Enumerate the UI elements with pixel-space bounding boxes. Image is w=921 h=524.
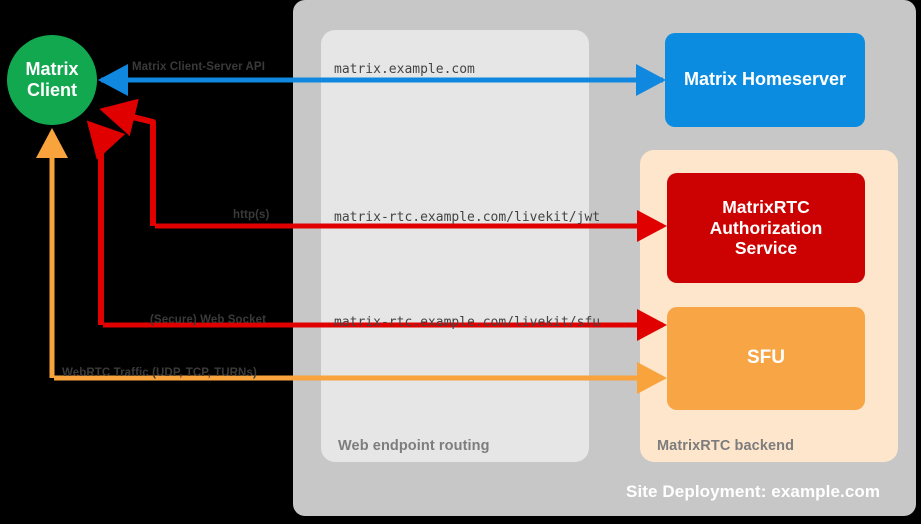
url-matrix-example-com: matrix.example.com — [334, 62, 475, 77]
node-auth-line3: Service — [734, 238, 798, 259]
node-matrix-client-line2: Client — [26, 80, 77, 100]
edge-sfu-ws-return — [86, 120, 126, 325]
node-matrix-client-line1: Matrix — [25, 58, 79, 79]
node-auth-line2: Authorization — [709, 217, 823, 238]
edge-label-http-s: http(s) — [233, 209, 270, 221]
node-matrix-homeserver[interactable]: Matrix Homeserver — [665, 33, 865, 127]
node-matrixrtc-authorization-service[interactable]: MatrixRTC Authorization Service — [667, 173, 865, 283]
panel-label-matrixrtc-backend: MatrixRTC backend — [657, 438, 795, 454]
panel-label-web-endpoint-routing: Web endpoint routing — [338, 438, 490, 454]
url-livekit-sfu: matrix-rtc.example.com/livekit/sfu — [334, 315, 601, 330]
edge-label-webrtc-traffic: WebRTC Traffic (UDP, TCP, TURNs) — [62, 367, 257, 379]
edge-label-cs-api: Matrix Client-Server API — [132, 61, 265, 73]
panel-web-endpoint-routing — [321, 30, 589, 462]
url-livekit-jwt: matrix-rtc.example.com/livekit/jwt — [334, 210, 601, 225]
node-matrix-homeserver-label: Matrix Homeserver — [683, 69, 847, 90]
panel-label-site-deployment: Site Deployment: example.com — [626, 482, 881, 501]
node-auth-line1: MatrixRTC — [722, 197, 810, 218]
edge-label-secure-web-socket: (Secure) Web Socket — [150, 314, 267, 326]
edge-jwt-return — [99, 98, 156, 226]
node-sfu-label: SFU — [747, 347, 785, 369]
node-matrix-client[interactable]: Matrix Client — [7, 35, 97, 125]
node-sfu[interactable]: SFU — [667, 307, 865, 410]
